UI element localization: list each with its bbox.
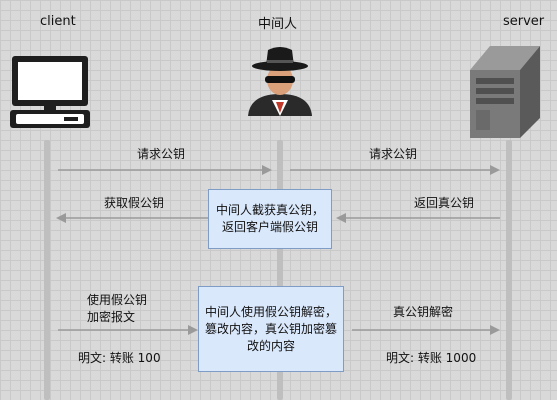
- computer-monitor-icon: [10, 56, 90, 128]
- mitm-label: 中间人: [258, 17, 298, 32]
- label-request-public-key-1: 请求公钥: [137, 147, 186, 161]
- server-tower-icon: [470, 46, 540, 138]
- server-lifeline: [506, 140, 512, 400]
- mitm-intercept-box: 中间人截获真公钥，返回客户端假公钥: [208, 189, 332, 249]
- mitm-tamper-box: 中间人使用假公钥解密，篡改内容，真公钥加密篡改的内容: [198, 286, 344, 372]
- client-lifeline: [44, 140, 50, 400]
- mitm-intercept-text: 中间人截获真公钥，返回客户端假公钥: [216, 203, 325, 234]
- label-server-plaintext: 明文: 转账 1000: [386, 351, 477, 365]
- label-real-key-decrypt: 真公钥解密: [393, 305, 454, 319]
- label-client-plaintext: 明文: 转账 100: [78, 351, 161, 365]
- label-encrypt-with-fake-key-1: 使用假公钥: [87, 293, 148, 307]
- label-get-fake-key: 获取假公钥: [104, 196, 165, 210]
- mitm-tamper-text: 中间人使用假公钥解密，篡改内容，真公钥加密篡改的内容: [205, 304, 338, 353]
- label-encrypt-with-fake-key-2: 加密报文: [87, 310, 136, 324]
- server-label: server: [503, 14, 545, 29]
- label-return-real-key: 返回真公钥: [414, 196, 475, 210]
- hacker-spy-icon: [248, 47, 312, 116]
- mitm-lifeline: [277, 140, 283, 400]
- label-request-public-key-2: 请求公钥: [369, 147, 418, 161]
- client-label: client: [40, 14, 76, 29]
